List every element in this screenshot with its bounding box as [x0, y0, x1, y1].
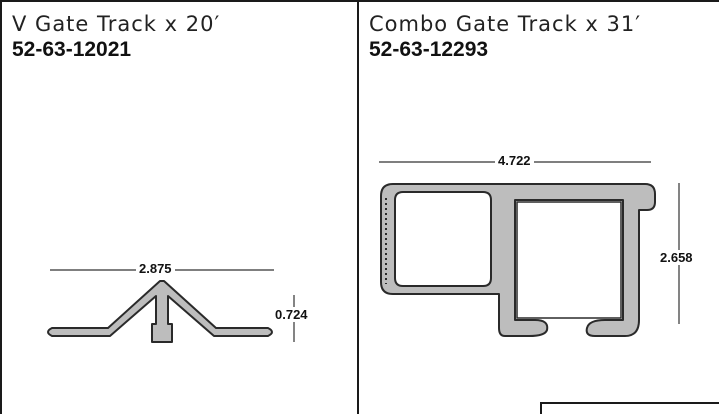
- inner-slot-outline: [516, 201, 622, 319]
- corner-box: [540, 402, 719, 414]
- panel-title: Combo Gate Track x 31′: [369, 12, 642, 36]
- v-gate-track-drawing: [47, 269, 295, 343]
- height-dimension: 0.724: [272, 307, 311, 322]
- combo-track-profile: [380, 183, 656, 337]
- panel-title: V Gate Track x 20′: [12, 12, 221, 36]
- v-track-profile: [47, 280, 273, 343]
- combo-gate-track-drawing: [379, 161, 680, 337]
- part-number: 52-63-12021: [12, 38, 132, 61]
- width-dimension: 2.875: [136, 261, 175, 276]
- height-dimension: 2.658: [657, 250, 696, 265]
- part-number: 52-63-12293: [369, 38, 489, 61]
- panel-v-gate-track: V Gate Track x 20′ 52-63-12021 2.875 0.7…: [0, 0, 357, 414]
- width-dimension: 4.722: [495, 153, 534, 168]
- panel-combo-gate-track: Combo Gate Track x 31′ 52-63-12293 4.722…: [357, 0, 719, 414]
